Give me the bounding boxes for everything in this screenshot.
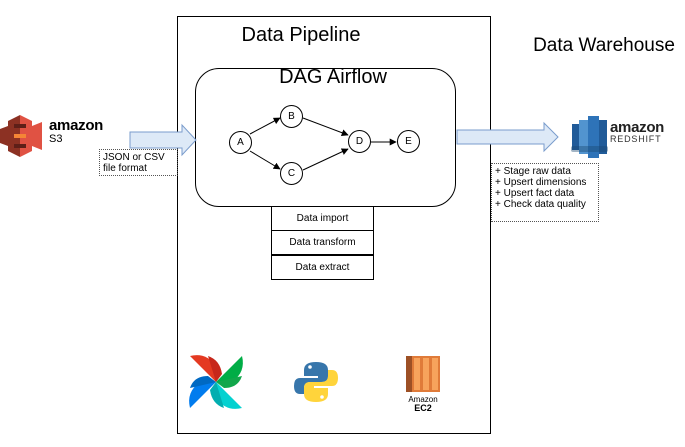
dag-node-c[interactable]: C	[280, 162, 303, 185]
dag-node-d[interactable]: D	[348, 130, 371, 153]
warehouse-step-1: + Stage raw data	[495, 166, 571, 177]
edge-b-d	[302, 117, 349, 137]
edge-c-d	[302, 148, 349, 171]
redshift-service-text: REDSHIFT	[610, 134, 662, 144]
warehouse-step-3: + Upsert fact data	[495, 188, 575, 199]
redshift-brand-text: amazon	[610, 119, 665, 136]
s3-to-pipeline-arrow	[129, 123, 197, 157]
task-data-transform[interactable]: Data transform	[271, 230, 374, 255]
ec2-icon	[406, 356, 440, 392]
ec2-label-line-1: Amazon	[408, 395, 438, 404]
s3-label: amazon S3	[49, 117, 103, 145]
data-warehouse-title: Data Warehouse	[533, 35, 675, 56]
dag-node-a[interactable]: A	[229, 131, 252, 154]
airflow-logo-icon	[189, 355, 243, 409]
warehouse-steps-note: + Stage raw data + Upsert dimensions + U…	[491, 163, 599, 222]
source-format-note: JSON or CSV file format	[99, 149, 178, 176]
warehouse-step-4: + Check data quality	[495, 199, 586, 210]
python-logo-icon	[294, 362, 338, 402]
s3-icon	[0, 115, 42, 157]
warehouse-step-2: + Upsert dimensions	[495, 177, 587, 188]
source-note-line-1: JSON or CSV	[103, 152, 165, 163]
task-data-extract[interactable]: Data extract	[271, 255, 374, 280]
edge-a-b	[249, 117, 281, 135]
dag-node-e[interactable]: E	[397, 130, 420, 153]
dag-airflow-title: DAG Airflow	[279, 66, 387, 88]
redshift-icon	[571, 116, 608, 158]
dag-node-b[interactable]: B	[280, 105, 303, 128]
data-pipeline-title: Data Pipeline	[241, 24, 361, 46]
ec2-label-line-2: EC2	[414, 403, 432, 413]
s3-brand-text: amazon	[49, 117, 104, 134]
edge-a-c	[249, 150, 281, 170]
task-data-import[interactable]: Data import	[271, 206, 374, 231]
s3-service-text: S3	[49, 133, 63, 145]
source-note-line-2: file format	[103, 163, 147, 174]
ec2-label: Amazon EC2	[401, 395, 445, 413]
pipeline-to-redshift-arrow	[456, 121, 559, 153]
data-pipeline-container	[177, 16, 491, 434]
redshift-label: amazon REDSHIFT	[610, 119, 664, 144]
